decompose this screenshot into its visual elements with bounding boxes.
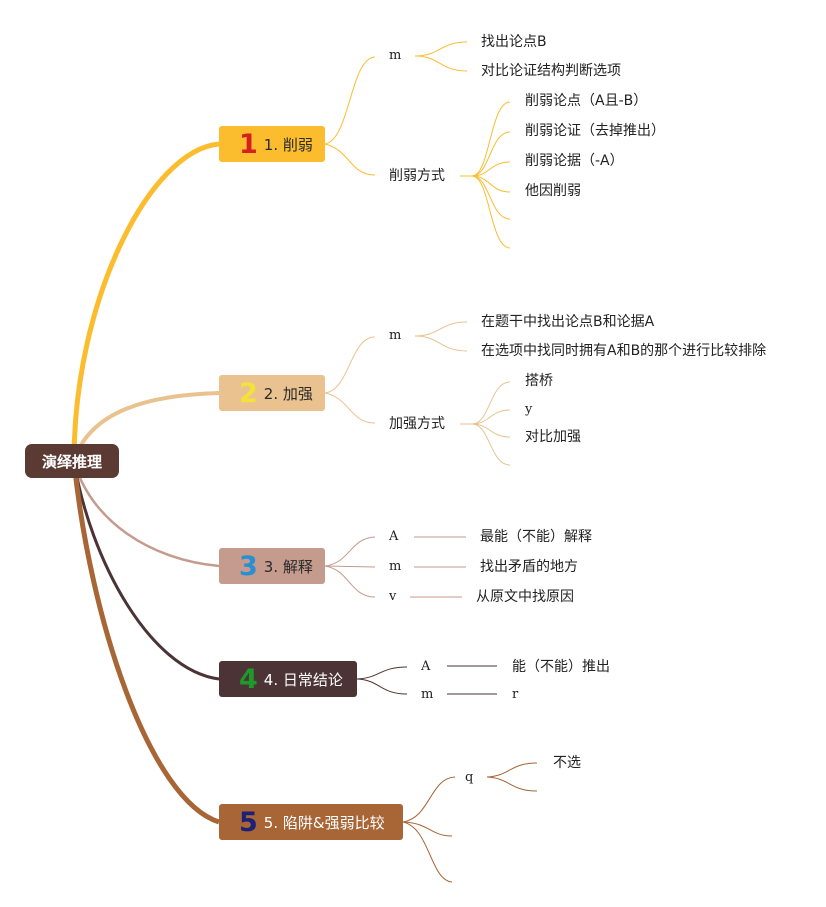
b1-leaf-weaken-claim[interactable]: 削弱论点（A且-B）: [525, 93, 648, 109]
links-branch-1: [324, 41, 511, 249]
b1-sub-methods[interactable]: 削弱方式: [389, 168, 445, 184]
links-branch-2: [324, 321, 511, 466]
branch-explain[interactable]: 3 3. 解释: [219, 548, 325, 584]
b3-sub-a[interactable]: A: [389, 529, 399, 544]
b4-sub-a[interactable]: A: [421, 659, 431, 674]
b4-leaf-r[interactable]: r: [512, 687, 519, 702]
link-root-b1: [71, 141, 220, 462]
b1-leaf-weaken-argument[interactable]: 削弱论证（去掉推出）: [525, 123, 665, 139]
links-branch-3: [324, 536, 466, 598]
branch-number-5: 5: [239, 806, 258, 838]
b1-leaf-find-claim[interactable]: 找出论点B: [481, 34, 547, 50]
b2-leaf-find-in-options[interactable]: 在选项中找同时拥有A和B的那个进行比较排除: [481, 343, 767, 359]
b2-leaf-y[interactable]: y: [525, 402, 533, 417]
branch-label-4: 4. 日常结论: [263, 670, 343, 689]
branch-number-4: 4: [239, 663, 258, 695]
b2-leaf-find-in-stem[interactable]: 在题干中找出论点B和论据A: [481, 314, 655, 330]
b3-leaf-best-explain[interactable]: 最能（不能）解释: [480, 529, 592, 545]
b1-leaf-weaken-evidence[interactable]: 削弱论据（-A）: [525, 153, 624, 169]
b5-sub-q[interactable]: q: [465, 770, 474, 785]
branch-trap-compare[interactable]: 5 5. 陷阱&强弱比较: [219, 804, 403, 840]
b1-sub-m[interactable]: m: [389, 48, 402, 63]
links-branch-4: [356, 665, 497, 695]
b2-leaf-contrast[interactable]: 对比加强: [525, 429, 581, 445]
link-root-b3: [72, 460, 220, 568]
branch-number-3: 3: [239, 550, 258, 582]
branch-weaken[interactable]: 1 1. 削弱: [219, 126, 325, 162]
branch-number-2: 2: [239, 377, 258, 409]
branch-daily-conclusion[interactable]: 4 4. 日常结论: [219, 661, 357, 697]
b3-leaf-find-contradiction[interactable]: 找出矛盾的地方: [480, 559, 578, 575]
b4-sub-m[interactable]: m: [421, 687, 434, 702]
link-root-b5: [71, 460, 220, 825]
b3-sub-m[interactable]: m: [389, 559, 402, 574]
branch-label-2: 2. 加强: [263, 384, 313, 403]
links-branch-5: [402, 762, 538, 883]
link-root-b4: [72, 460, 220, 681]
b2-sub-m[interactable]: m: [389, 328, 402, 343]
branch-label-1: 1. 削弱: [263, 135, 313, 154]
b2-leaf-bridge[interactable]: 搭桥: [525, 373, 553, 389]
branch-label-5: 5. 陷阱&强弱比较: [263, 813, 385, 832]
b5-leaf-not-choose[interactable]: 不选: [553, 755, 581, 771]
b1-leaf-other-cause[interactable]: 他因削弱: [525, 183, 581, 199]
b3-sub-v[interactable]: v: [389, 589, 397, 604]
branch-number-1: 1: [239, 128, 258, 160]
b1-leaf-compare-structure[interactable]: 对比论证结构判断选项: [481, 63, 621, 79]
root-node[interactable]: 演绎推理: [25, 444, 119, 478]
b4-leaf-can-infer[interactable]: 能（不能）推出: [512, 659, 610, 675]
branch-strengthen[interactable]: 2 2. 加强: [219, 375, 325, 411]
branch-label-3: 3. 解释: [263, 557, 313, 576]
b2-sub-methods[interactable]: 加强方式: [389, 416, 445, 432]
b3-leaf-find-reason[interactable]: 从原文中找原因: [476, 589, 574, 605]
